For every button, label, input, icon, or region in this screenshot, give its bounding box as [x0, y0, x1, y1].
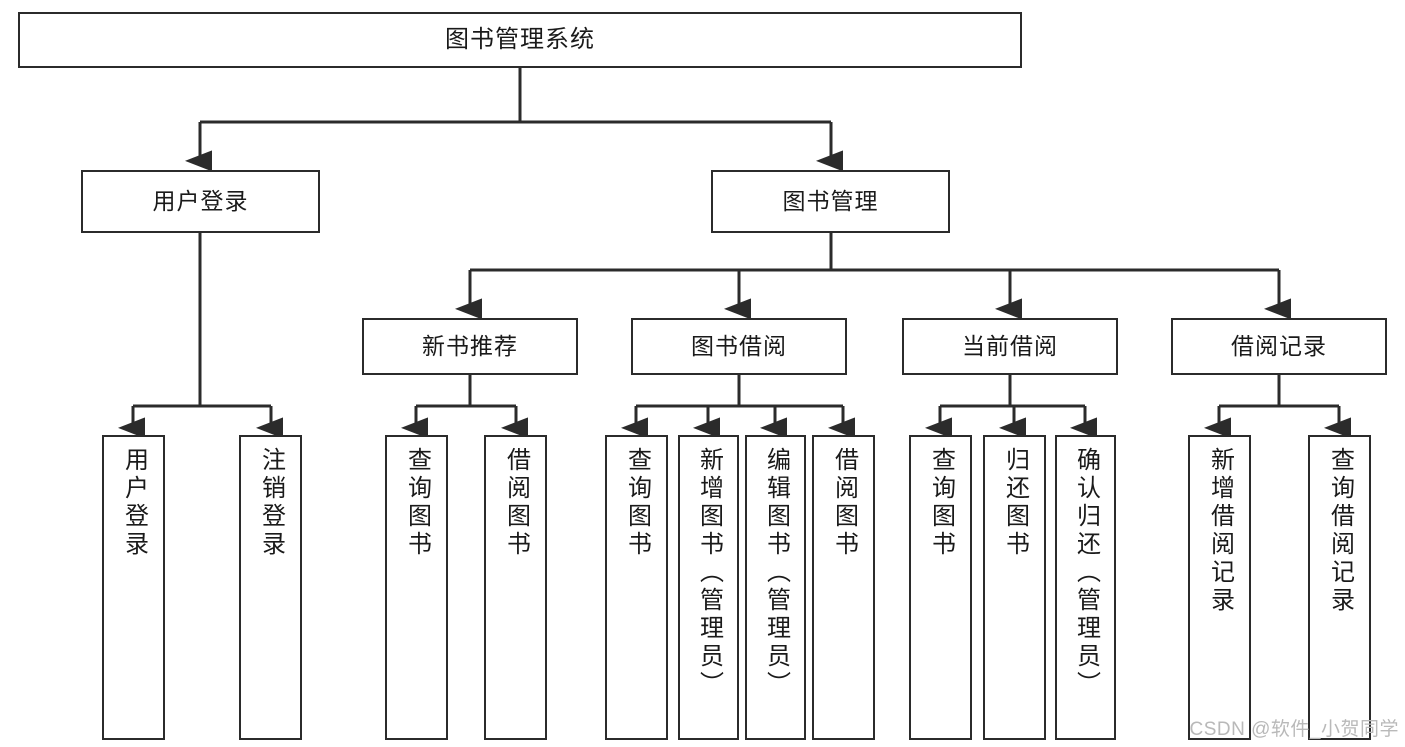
node-leaf-logout-label: 注销登录 — [257, 447, 285, 559]
node-leaf-return-book-label: 归还图书 — [1001, 447, 1029, 559]
node-current-borrow[interactable]: 当前借阅 — [902, 318, 1118, 375]
node-leaf-query-book-new[interactable]: 查询图书 — [385, 435, 448, 740]
node-leaf-add-borrow-record-label: 新增借阅记录 — [1206, 447, 1234, 615]
node-leaf-add-book[interactable]: 新增图书（管理员） — [678, 435, 739, 740]
node-leaf-query-borrow-record-label: 查询借阅记录 — [1326, 447, 1354, 615]
node-leaf-query-book-borrow-label: 查询图书 — [623, 447, 651, 559]
node-book-management[interactable]: 图书管理 — [711, 170, 950, 233]
node-leaf-borrow-book-label: 借阅图书 — [830, 447, 858, 559]
node-leaf-logout[interactable]: 注销登录 — [239, 435, 302, 740]
node-leaf-query-borrow-record[interactable]: 查询借阅记录 — [1308, 435, 1371, 740]
node-leaf-query-book-new-label: 查询图书 — [403, 447, 431, 559]
node-user-login-label: 用户登录 — [152, 187, 249, 214]
node-root[interactable]: 图书管理系统 — [18, 12, 1022, 68]
node-user-login[interactable]: 用户登录 — [81, 170, 320, 233]
node-leaf-borrow-book[interactable]: 借阅图书 — [812, 435, 875, 740]
node-leaf-edit-book[interactable]: 编辑图书（管理员） — [745, 435, 806, 740]
node-leaf-add-borrow-record[interactable]: 新增借阅记录 — [1188, 435, 1251, 740]
node-leaf-borrow-book-new[interactable]: 借阅图书 — [484, 435, 547, 740]
csdn-watermark: CSDN @软件_小贺同学 — [1189, 719, 1399, 740]
node-leaf-query-book-borrow[interactable]: 查询图书 — [605, 435, 668, 740]
node-borrow-record-label: 借阅记录 — [1231, 332, 1327, 359]
node-book-borrow-label: 图书借阅 — [691, 332, 787, 359]
node-leaf-add-book-label: 新增图书（管理员） — [695, 447, 723, 699]
node-leaf-query-book-current[interactable]: 查询图书 — [909, 435, 972, 740]
node-leaf-return-book[interactable]: 归还图书 — [983, 435, 1046, 740]
node-leaf-confirm-return[interactable]: 确认归还（管理员） — [1055, 435, 1116, 740]
node-current-borrow-label: 当前借阅 — [962, 332, 1058, 359]
node-leaf-borrow-book-new-label: 借阅图书 — [502, 447, 530, 559]
node-leaf-query-book-current-label: 查询图书 — [927, 447, 955, 559]
node-root-label: 图书管理系统 — [445, 25, 595, 53]
node-new-book-recommend[interactable]: 新书推荐 — [362, 318, 578, 375]
node-borrow-record[interactable]: 借阅记录 — [1171, 318, 1387, 375]
node-leaf-edit-book-label: 编辑图书（管理员） — [762, 447, 790, 699]
node-new-book-recommend-label: 新书推荐 — [422, 332, 518, 359]
node-book-management-label: 图书管理 — [782, 187, 879, 214]
node-leaf-user-login-label: 用户登录 — [120, 447, 148, 559]
node-leaf-user-login[interactable]: 用户登录 — [102, 435, 165, 740]
node-book-borrow[interactable]: 图书借阅 — [631, 318, 847, 375]
node-leaf-confirm-return-label: 确认归还（管理员） — [1072, 447, 1100, 699]
